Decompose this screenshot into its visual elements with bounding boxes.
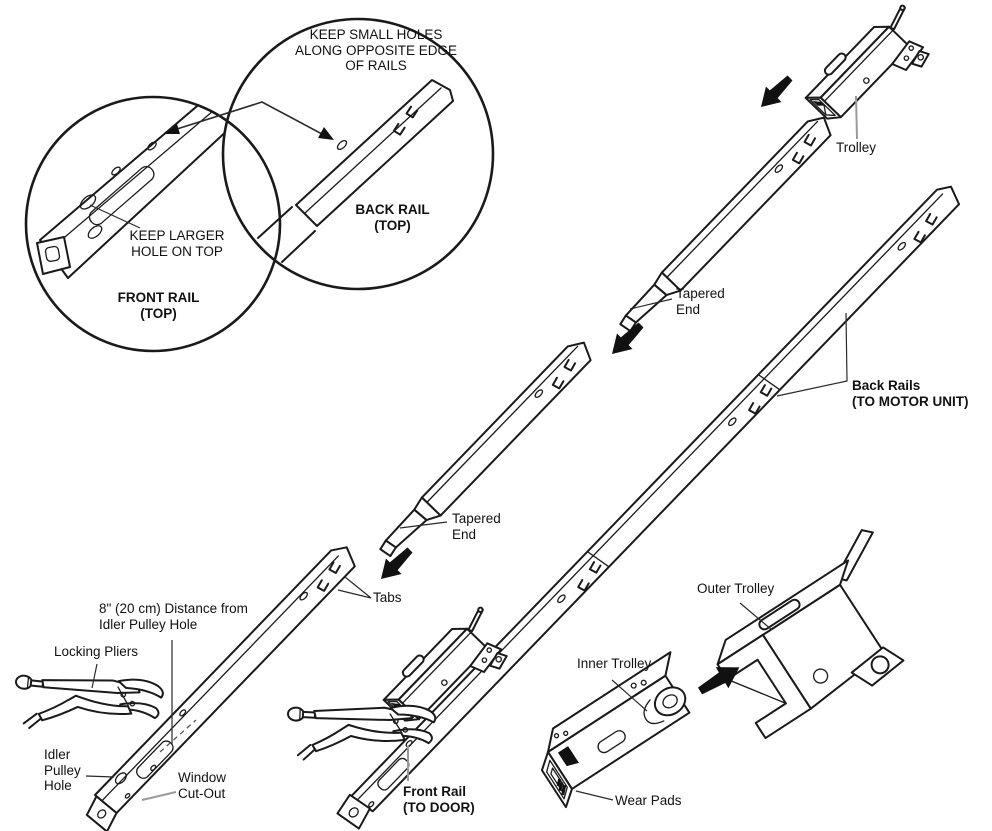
back-rails-label: Back Rails (TO MOTOR UNIT) bbox=[852, 378, 969, 409]
slide-direction-arrow-top bbox=[753, 70, 798, 115]
note-larger-hole: KEEP LARGER HOLE ON TOP bbox=[129, 228, 225, 259]
outer-trolley bbox=[699, 526, 942, 750]
note-small-holes: KEEP SMALL HOLES ALONG OPPOSITE EDGE OF … bbox=[294, 27, 458, 74]
front-rail-label: Front Rail (TO DOOR) bbox=[403, 784, 475, 815]
idler-pulley-hole-label: Idler Pulley Hole bbox=[44, 747, 81, 794]
locking-pliers bbox=[10, 666, 166, 743]
tapered-end-upper-label: Tapered End bbox=[676, 286, 725, 317]
locking-pliers-label: Locking Pliers bbox=[54, 644, 139, 659]
window-cutout-label: Window Cut-Out bbox=[178, 770, 227, 801]
back-rail-upper bbox=[616, 111, 836, 338]
front-rail-detail-circle bbox=[26, 97, 280, 351]
inner-trolley bbox=[526, 652, 710, 807]
tabs-label: Tabs bbox=[373, 590, 402, 605]
distance-note-label: 8" (20 cm) Distance from Idler Pulley Ho… bbox=[99, 601, 248, 632]
leader-lines bbox=[86, 96, 857, 800]
larger-hole-leader bbox=[90, 205, 140, 228]
front-rail-top-caption: FRONT RAIL (TOP) bbox=[117, 290, 200, 321]
distance-marker-dashes bbox=[160, 720, 196, 752]
back-rail-magnified bbox=[258, 80, 453, 262]
tapered-end-lower-label: Tapered End bbox=[452, 511, 501, 542]
inner-trolley-label: Inner Trolley bbox=[577, 656, 652, 671]
back-rail-top-caption: BACK RAIL (TOP) bbox=[355, 202, 430, 233]
hole-pointer-arrow bbox=[164, 102, 334, 140]
trolley-label: Trolley bbox=[836, 140, 877, 155]
wear-pads-label: Wear Pads bbox=[615, 793, 682, 808]
back-rail-middle bbox=[376, 336, 596, 563]
outer-trolley-label: Outer Trolley bbox=[697, 581, 775, 596]
